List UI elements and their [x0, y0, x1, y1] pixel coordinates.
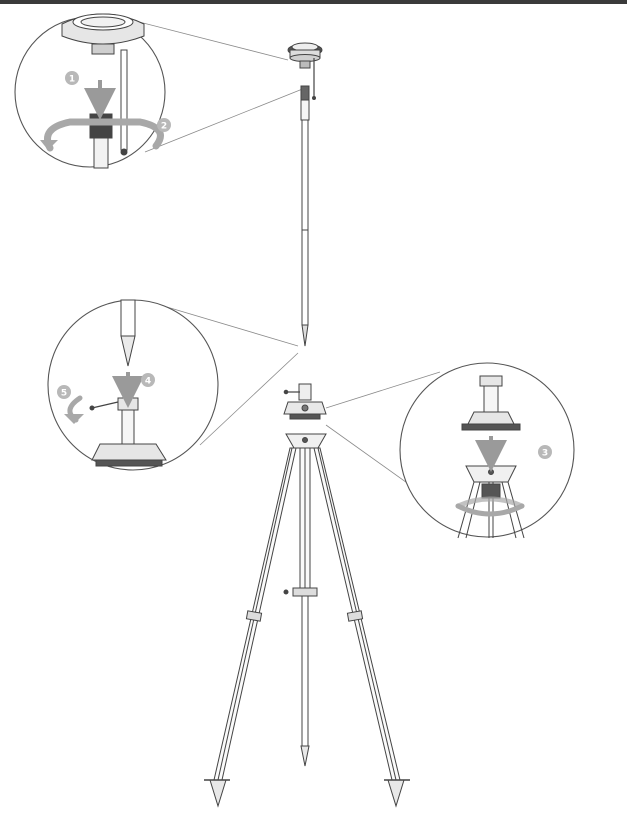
svg-text:5: 5 [61, 389, 67, 399]
callout-receiver-mount: 1 2 [14, 13, 171, 169]
tripod [204, 433, 410, 808]
gnss-receiver [287, 42, 323, 100]
tribrach-adapter [283, 383, 327, 420]
callout-adapter-tripod: 3 [399, 362, 575, 539]
step-badge-5: 5 [57, 385, 71, 399]
step-badge-3: 3 [538, 445, 552, 459]
step-badge-1: 1 [65, 71, 79, 85]
survey-pole [300, 85, 310, 347]
svg-text:2: 2 [161, 122, 167, 132]
svg-text:4: 4 [145, 377, 151, 387]
step-badge-2: 2 [157, 118, 171, 132]
top-border-bar [0, 0, 627, 4]
callout-pole-adapter: 5 4 [47, 299, 219, 471]
svg-text:3: 3 [542, 449, 548, 459]
svg-text:1: 1 [69, 75, 75, 85]
step-badge-4: 4 [141, 373, 155, 387]
